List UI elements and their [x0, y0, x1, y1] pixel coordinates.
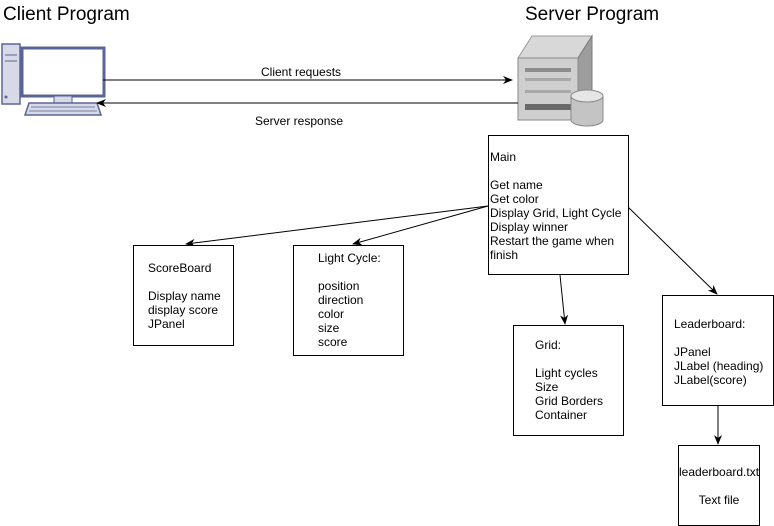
- lightcycle-line: score: [318, 335, 348, 349]
- leaderboard-file-title: leaderboard.txt: [679, 465, 760, 479]
- server-icon: [517, 34, 604, 127]
- main-to-leaderboard-arrow: [627, 206, 718, 295]
- leaderboard-line: JLabel(score): [674, 373, 747, 387]
- client-requests-label: Client requests: [261, 65, 342, 79]
- server-response-label: Server response: [255, 114, 344, 128]
- main-line: finish: [490, 248, 519, 262]
- leaderboard-line: JLabel (heading): [674, 359, 764, 373]
- scoreboard-title: ScoreBoard: [148, 261, 212, 275]
- main-line: Get name: [490, 178, 543, 192]
- scoreboard-box: ScoreBoard Display name display score JP…: [133, 245, 234, 346]
- lightcycle-line: size: [318, 321, 340, 335]
- server-program-title: Server Program: [525, 4, 660, 25]
- main-box: Main Get name Get color Display Grid, Li…: [488, 135, 629, 275]
- main-line: Display winner: [490, 220, 569, 234]
- main-line: Get color: [490, 192, 539, 206]
- scoreboard-line: display score: [148, 303, 219, 317]
- main-title: Main: [490, 150, 517, 164]
- main-to-grid-arrow: [559, 274, 569, 325]
- scoreboard-line: Display name: [148, 289, 221, 303]
- client-program-title: Client Program: [3, 4, 130, 25]
- leaderboard-file-box: leaderboard.txt Text file: [678, 445, 760, 526]
- grid-line: Light cycles: [535, 366, 598, 380]
- main-to-scoreboard-arrow: [185, 205, 489, 247]
- grid-line: Container: [535, 408, 588, 422]
- leaderboard-title: Leaderboard:: [674, 317, 746, 331]
- lightcycle-box: Light Cycle: position direction color si…: [293, 245, 404, 356]
- scoreboard-line: JPanel: [148, 317, 185, 331]
- grid-box: Grid: Light cycles Size Grid Borders Con…: [513, 325, 624, 436]
- leaderboard-box: Leaderboard: JPanel JLabel (heading) JLa…: [662, 295, 774, 406]
- main-line: Restart the game when: [490, 234, 615, 248]
- grid-line: Size: [535, 380, 559, 394]
- lightcycle-line: direction: [318, 293, 364, 307]
- client-computer-icon: [1, 43, 106, 116]
- main-line: Display Grid, Light Cycle: [490, 206, 622, 220]
- leaderboard-line: JPanel: [674, 345, 711, 359]
- lightcycle-line: position: [318, 279, 360, 293]
- main-to-lightcycle-arrow: [352, 205, 489, 246]
- lightcycle-line: color: [318, 307, 345, 321]
- grid-line: Grid Borders: [535, 394, 604, 408]
- grid-title: Grid:: [535, 338, 562, 352]
- lightcycle-title: Light Cycle:: [318, 251, 381, 265]
- leaderboard-file-line: Text file: [698, 493, 740, 507]
